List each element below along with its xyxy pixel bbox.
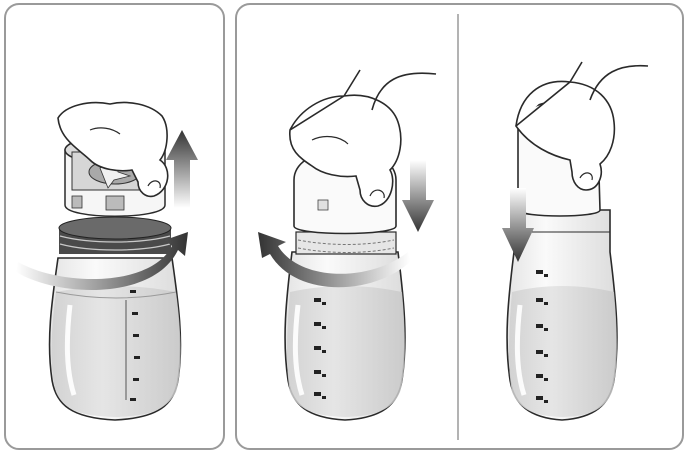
bottle-icon <box>48 257 182 421</box>
thread-ring <box>58 216 172 254</box>
rotate-arrow-icon <box>16 232 188 291</box>
panel-1-step <box>16 101 198 421</box>
hand-icon <box>514 61 649 191</box>
hand-icon <box>57 101 169 198</box>
rotate-arrow-icon <box>258 232 410 288</box>
thread-ring <box>295 231 397 255</box>
down-arrow-icon <box>502 188 534 262</box>
up-arrow-icon <box>166 130 198 208</box>
panel-3-step <box>502 61 649 421</box>
down-arrow-icon <box>402 160 434 232</box>
panel-2-frame <box>235 3 684 450</box>
bottle-icon <box>506 209 618 421</box>
panel-2-step <box>258 69 437 421</box>
panel-1-frame <box>4 3 225 450</box>
hand-icon <box>289 69 437 208</box>
bottle-icon <box>284 251 406 421</box>
